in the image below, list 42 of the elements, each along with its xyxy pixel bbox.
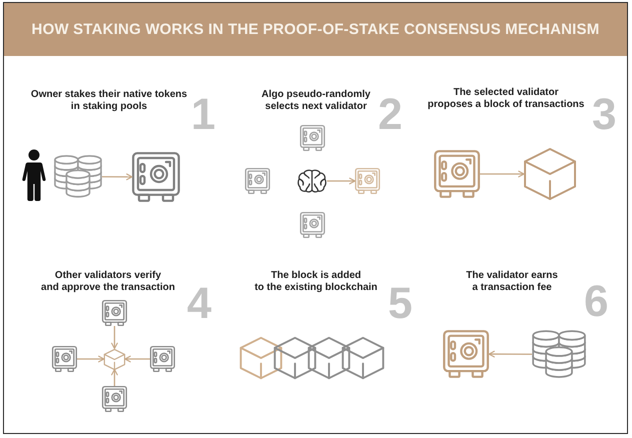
coins-icon — [54, 155, 102, 198]
safe-icon — [245, 168, 270, 194]
safe-icon — [132, 152, 180, 202]
step-caption: Other validators verify and approve the transaction — [41, 270, 175, 294]
step-caption: The selected validator proposes a block of transactions — [428, 87, 584, 111]
safe-icon — [150, 346, 175, 372]
cube-icon — [308, 337, 350, 379]
step-number: 5 — [388, 287, 412, 321]
safe-icon — [52, 346, 77, 372]
arrow — [480, 170, 525, 178]
arrow — [102, 174, 133, 180]
cube-icon — [104, 348, 125, 370]
cube-icon — [342, 337, 384, 379]
cube-icon — [240, 337, 282, 379]
safe-icon — [434, 150, 480, 198]
step-caption: The block is added to the existing blockchain — [254, 270, 378, 294]
arrow — [111, 326, 118, 350]
step-number: 2 — [378, 98, 402, 132]
step-number: 1 — [191, 98, 216, 132]
arrow — [77, 356, 105, 362]
arrow — [124, 356, 150, 362]
arrow — [111, 368, 118, 386]
safe-icon — [102, 300, 127, 326]
cube-icon — [524, 148, 576, 200]
safe-icon — [300, 125, 325, 151]
title-banner: HOW STAKING WORKS IN THE PROOF-OF-STAKE CONSENSUS MECHANISM — [4, 3, 627, 56]
coins-icon — [532, 330, 586, 379]
brain-icon — [297, 169, 327, 193]
safe-icon — [443, 330, 489, 378]
safe-icon — [300, 212, 325, 238]
arrow — [488, 350, 532, 358]
cube-icon — [274, 337, 316, 379]
step-number: 6 — [584, 285, 608, 319]
person-icon — [22, 149, 46, 201]
step-caption: Owner stakes their native tokens in staking pools — [30, 89, 188, 113]
arrow — [327, 178, 356, 184]
step-caption: The validator earns a transaction fee — [466, 270, 558, 294]
safe-icon — [102, 386, 127, 412]
step-number: 3 — [592, 98, 616, 132]
safe-icon — [355, 168, 380, 194]
step-caption: Algo pseudo-randomly selects next validator — [262, 89, 370, 113]
step-number: 4 — [187, 287, 212, 321]
